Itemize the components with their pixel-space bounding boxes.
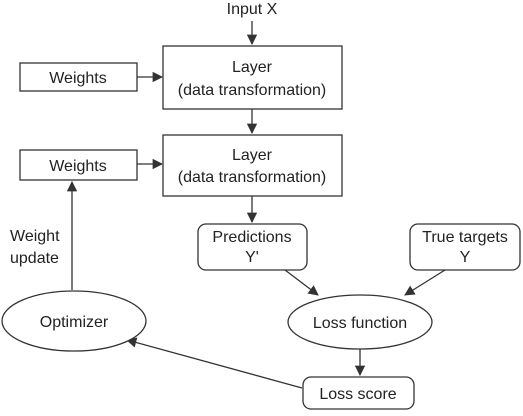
input-x-label: Input X	[227, 1, 278, 18]
true-targets-title: True targets	[422, 229, 508, 246]
layer-box-1: Layer (data transformation)	[162, 45, 343, 110]
weight-update-label-line2: update	[10, 250, 59, 267]
predictions-box: Predictions Y'	[197, 223, 308, 271]
layer-1-subtitle: (data transformation)	[178, 82, 327, 99]
layer-2-subtitle: (data transformation)	[178, 169, 327, 186]
true-targets-symbol: Y	[460, 249, 471, 266]
layer-box-2: Layer (data transformation)	[162, 134, 343, 197]
edge-loss-score-to-optimizer	[125, 337, 303, 389]
optimizer-label: Optimizer	[40, 314, 109, 331]
edge-true-targets-to-loss-function	[404, 269, 446, 296]
edge-predictions-to-loss-function	[284, 269, 319, 296]
weights-2-label: Weights	[49, 158, 107, 175]
loss-score-label: Loss score	[319, 386, 396, 403]
weights-1-label: Weights	[49, 70, 107, 87]
true-targets-box: True targets Y	[409, 223, 521, 271]
weights-box-1: Weights	[19, 62, 138, 92]
layer-2-title: Layer	[232, 147, 273, 164]
loss-function-label: Loss function	[313, 315, 407, 332]
weight-update-label-line1: Weight	[10, 228, 60, 245]
loss-score-box: Loss score	[302, 376, 415, 410]
predictions-title: Predictions	[212, 229, 291, 246]
weights-box-2: Weights	[19, 149, 138, 181]
predictions-symbol: Y'	[245, 249, 259, 266]
layer-1-title: Layer	[232, 59, 273, 76]
optimizer-node: Optimizer	[1, 290, 147, 352]
loss-function-node: Loss function	[287, 294, 433, 350]
